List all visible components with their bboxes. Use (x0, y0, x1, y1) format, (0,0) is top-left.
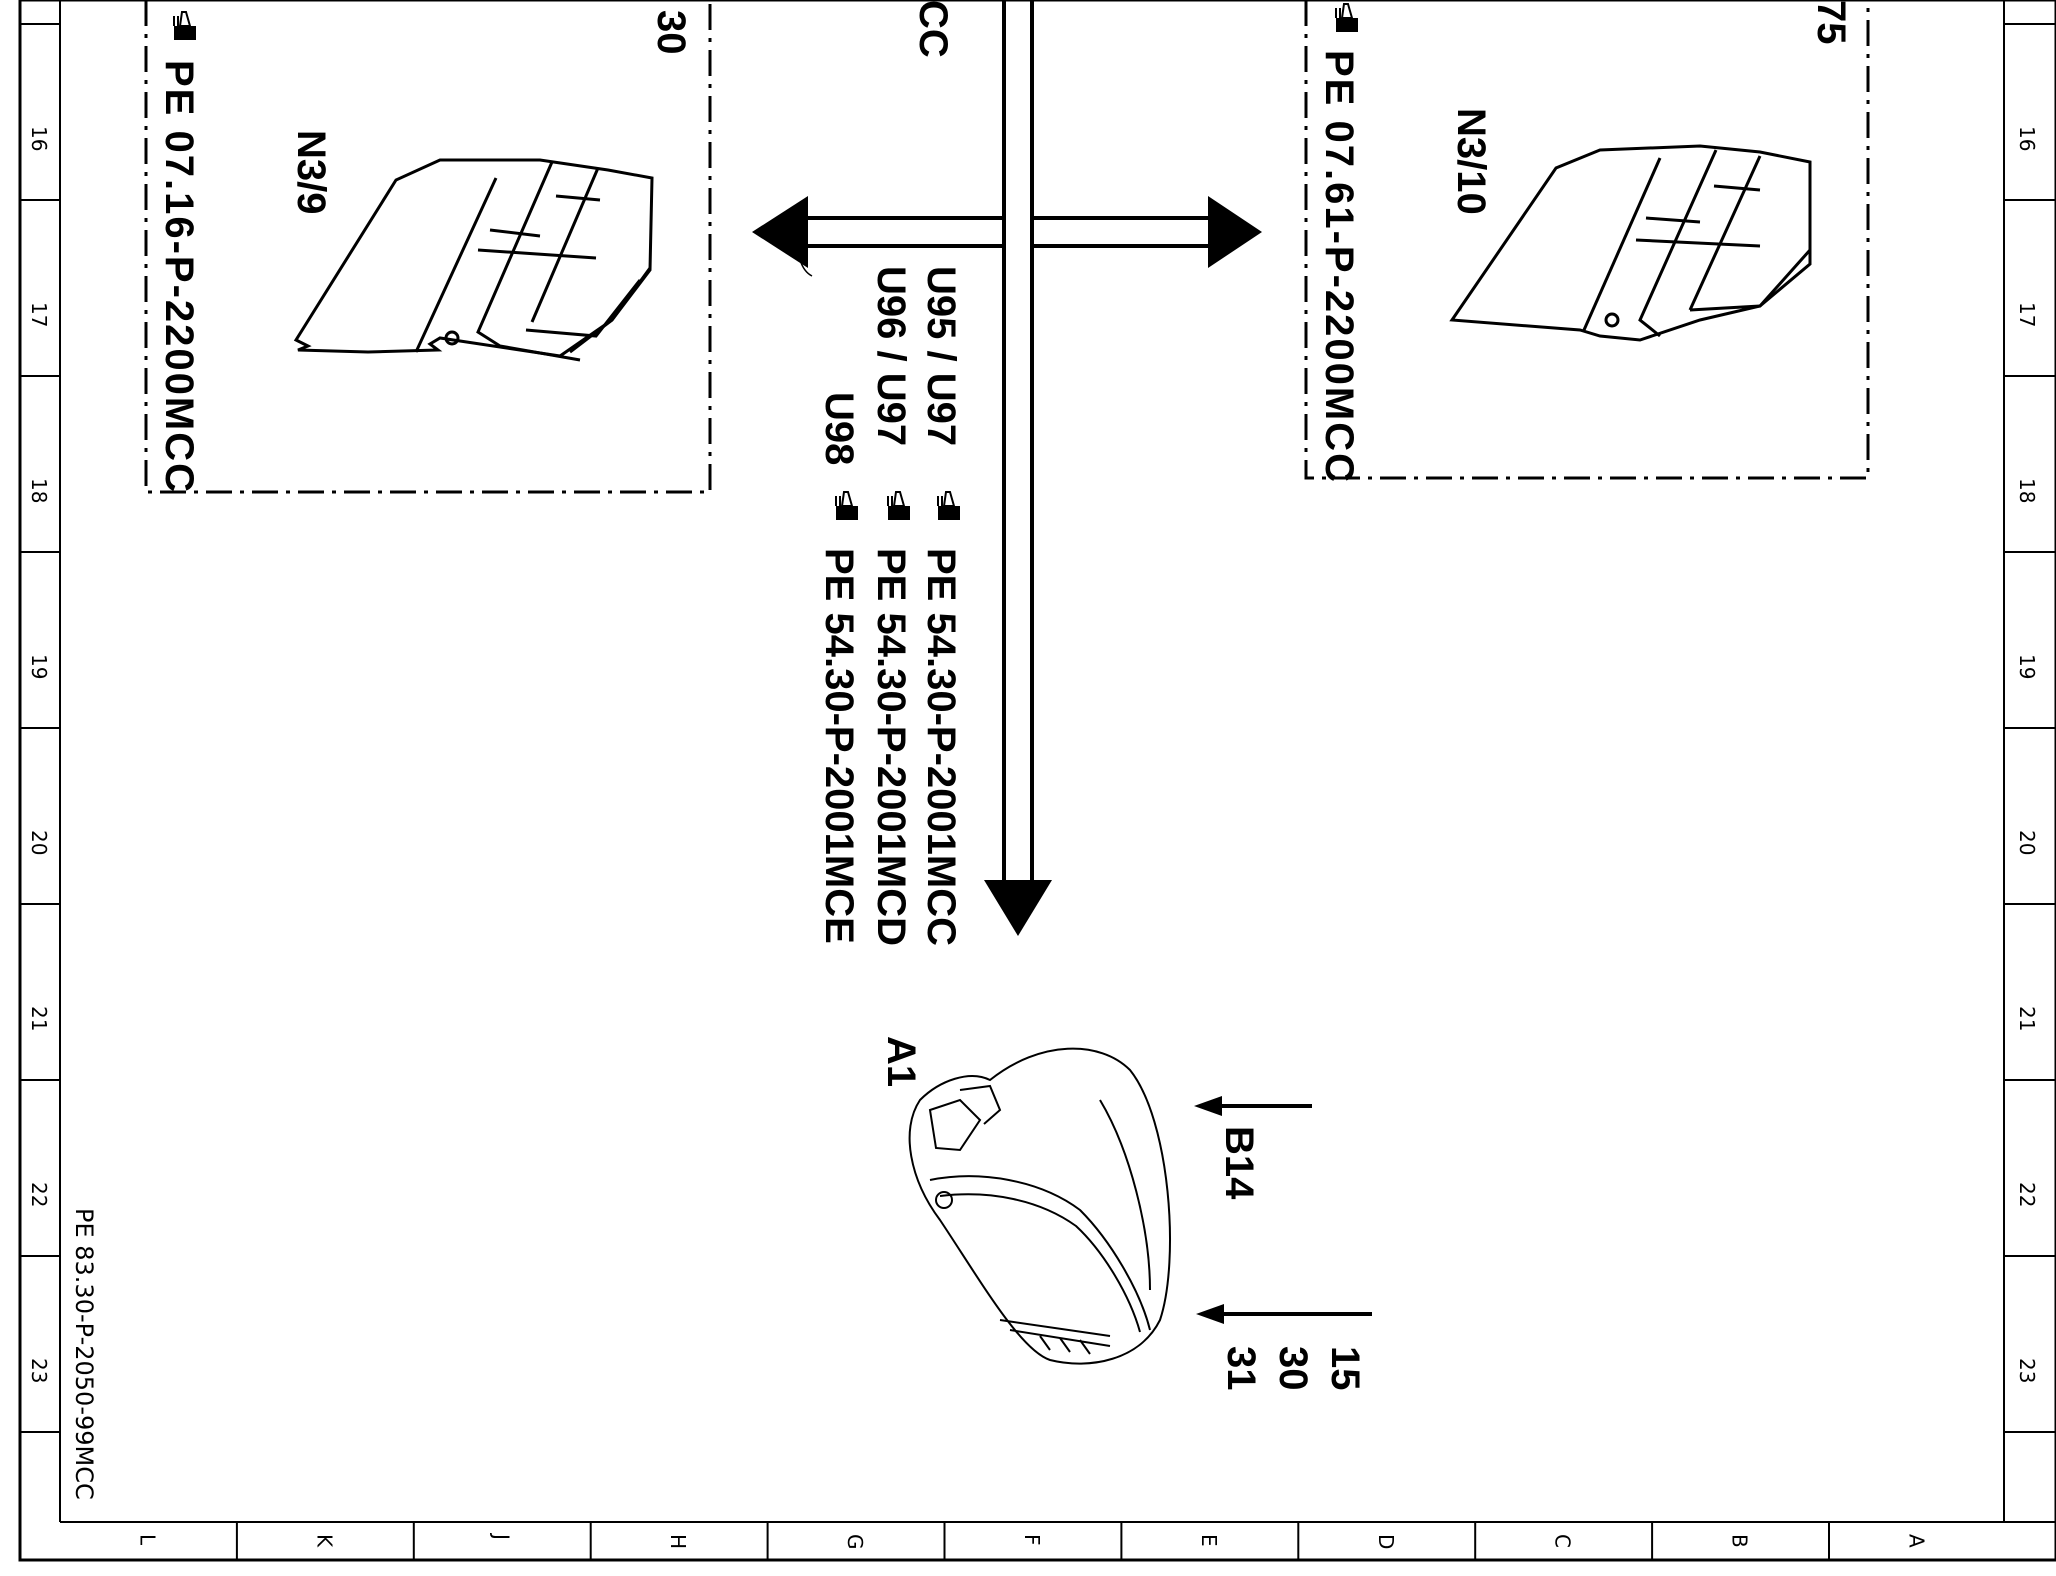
bus-ref-1-ref: PE 54.30-P-2001MCC (919, 548, 963, 946)
right-control-unit-box: 75 PE 07.61-P-2200MCC N3/10 (1304, 0, 1870, 484)
arrow-down (984, 880, 1052, 936)
col-label: F (1020, 1534, 1044, 1546)
bus-references: U95 / U97 PE 54.30-P-2001MCC U96 / U97 P… (817, 266, 963, 946)
col-label: L (135, 1534, 159, 1546)
row-label: 23 (27, 1358, 51, 1383)
instrument-cluster-a1: A1 (879, 1036, 1171, 1365)
arrow-left (752, 196, 808, 268)
row-labels-right: 16 17 18 19 20 21 22 23 (2015, 126, 2039, 1383)
arrow-right (1208, 196, 1262, 268)
left-control-unit-box: 30 PE 07.16-P-2200MCC N3/9 (144, 0, 712, 494)
row-label: 20 (27, 830, 51, 855)
top-fragment-label: CC (911, 0, 955, 58)
b14-label: B14 (1217, 1126, 1261, 1200)
row-label: 17 (27, 302, 51, 327)
control-unit-n3-9-drawing (293, 158, 654, 362)
col-label: A (1904, 1534, 1928, 1548)
bus-ref-2-label: U96 / U97 (869, 266, 913, 446)
row-label: 22 (2015, 1182, 2039, 1207)
bus-ref-2-ref: PE 54.30-P-2001MCD (869, 548, 913, 946)
pointing-hand-icon (835, 491, 859, 521)
col-label: G (843, 1534, 867, 1550)
input-31-label: 31 (1219, 1346, 1263, 1391)
right-top-number: 75 (1809, 0, 1853, 45)
row-label: 20 (2015, 830, 2039, 855)
bus-ref-3-ref: PE 54.30-P-2001MCE (817, 548, 861, 944)
row-label: 18 (27, 478, 51, 503)
col-label: B (1728, 1534, 1752, 1548)
row-label: 18 (2015, 478, 2039, 503)
row-label: 21 (27, 1006, 51, 1031)
left-component: N3/9 (289, 130, 333, 215)
row-label: 21 (2015, 1006, 2039, 1031)
row-label: 22 (27, 1182, 51, 1207)
document-ref: PE 83.30-P-2050-99MCC (70, 1208, 98, 1500)
col-label: H (666, 1534, 690, 1549)
instrument-cluster-drawing (908, 1047, 1171, 1365)
left-top-number: 30 (649, 10, 693, 55)
pointing-hand-icon (887, 491, 911, 521)
power-inputs: 15 30 31 (1196, 1304, 1372, 1391)
pointing-hand-icon (173, 11, 197, 41)
row-label: 19 (27, 654, 51, 679)
col-ticks (235, 1522, 1830, 1560)
cluster-component: A1 (879, 1036, 923, 1087)
pointing-hand-icon (1335, 3, 1359, 33)
bus-ref-3-label: U98 (817, 392, 861, 465)
arrowheads (752, 196, 1262, 936)
input-30-label: 30 (1271, 1346, 1315, 1391)
right-reference: PE 07.61-P-2200MCC (1317, 50, 1361, 484)
leader-squiggle (799, 259, 813, 277)
input-15-label: 15 (1323, 1346, 1367, 1391)
row-label: 16 (27, 126, 51, 151)
bus-ref-1-label: U95 / U97 (919, 266, 963, 446)
right-component: N3/10 (1449, 108, 1493, 215)
row-ticks (20, 23, 2056, 1433)
drawing-frame (18, 0, 2056, 1562)
control-unit-n3-10-drawing (1449, 144, 1812, 342)
row-label: 19 (2015, 654, 2039, 679)
col-label: D (1374, 1534, 1398, 1549)
can-bus-arrows (808, 0, 1210, 880)
b14-input: B14 (1194, 1096, 1312, 1200)
row-labels-left: 16 17 18 19 20 21 22 23 (27, 126, 51, 1383)
col-label: J (489, 1532, 513, 1540)
row-label: 23 (2015, 1358, 2039, 1383)
col-label: K (312, 1534, 336, 1548)
left-reference: PE 07.16-P-2200MCC (157, 60, 201, 494)
pointing-hand-icon (937, 491, 961, 521)
row-label: 16 (2015, 126, 2039, 151)
row-label: 17 (2015, 302, 2039, 327)
col-label: C (1551, 1534, 1575, 1548)
col-label: E (1197, 1534, 1221, 1547)
